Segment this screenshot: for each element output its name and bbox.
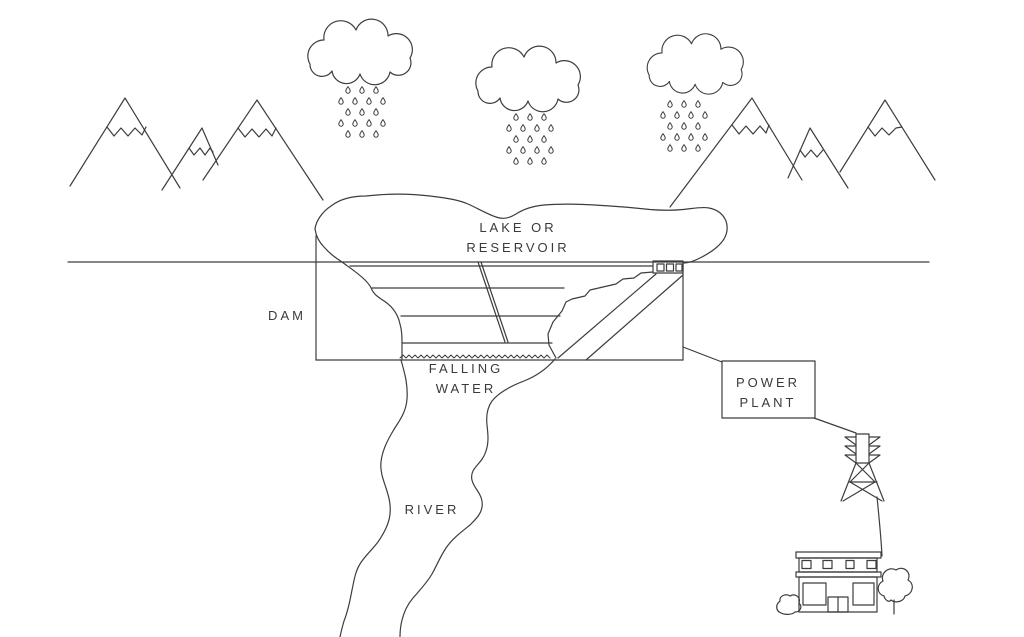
- falling-water-label: FALLING WATER: [429, 359, 503, 399]
- power-line: [876, 496, 883, 557]
- power-plant-box: [721, 360, 816, 419]
- dam-label: DAM: [268, 308, 306, 323]
- rainfall-3: [660, 99, 708, 152]
- river-banks: [339, 358, 556, 637]
- dam-to-plant-line: [682, 346, 723, 363]
- lake-reservoir-label: LAKE OR RESERVOIR: [466, 218, 569, 258]
- falling-label-line1: FALLING: [428, 361, 504, 376]
- plant-to-tower-line: [813, 417, 857, 434]
- rain-cloud-2-icon: [475, 45, 581, 165]
- power-plant-label: POWER PLANT: [736, 373, 800, 413]
- lake-label-line1: LAKE OR: [479, 220, 557, 235]
- mountain-range-left-icon: [69, 97, 324, 201]
- power-label-line2: PLANT: [739, 395, 797, 410]
- river-label: RIVER: [404, 502, 460, 517]
- penstock: [557, 273, 684, 361]
- right-bank: [547, 271, 654, 359]
- lake-outline: [314, 193, 728, 360]
- power-label-line1: POWER: [735, 375, 801, 390]
- falling-label-line2: WATER: [435, 381, 497, 396]
- spillway-water: [399, 354, 551, 359]
- dam-structure: [315, 235, 684, 361]
- bush-icon: [776, 594, 802, 615]
- tree-icon: [877, 567, 913, 615]
- rainfall-2: [506, 112, 554, 165]
- intake-gates: [652, 260, 684, 274]
- lake-label-line2: RESERVOIR: [466, 240, 570, 255]
- transmission-tower-icon: [840, 433, 885, 557]
- rain-cloud-3-icon: [646, 33, 744, 152]
- rain-cloud-1-icon: [307, 18, 413, 138]
- mountain-range-right-icon: [669, 97, 936, 208]
- sluice-gate: [477, 261, 509, 343]
- power-plant: [682, 346, 857, 434]
- building-icon: [795, 551, 882, 613]
- rainfall-1: [338, 85, 386, 138]
